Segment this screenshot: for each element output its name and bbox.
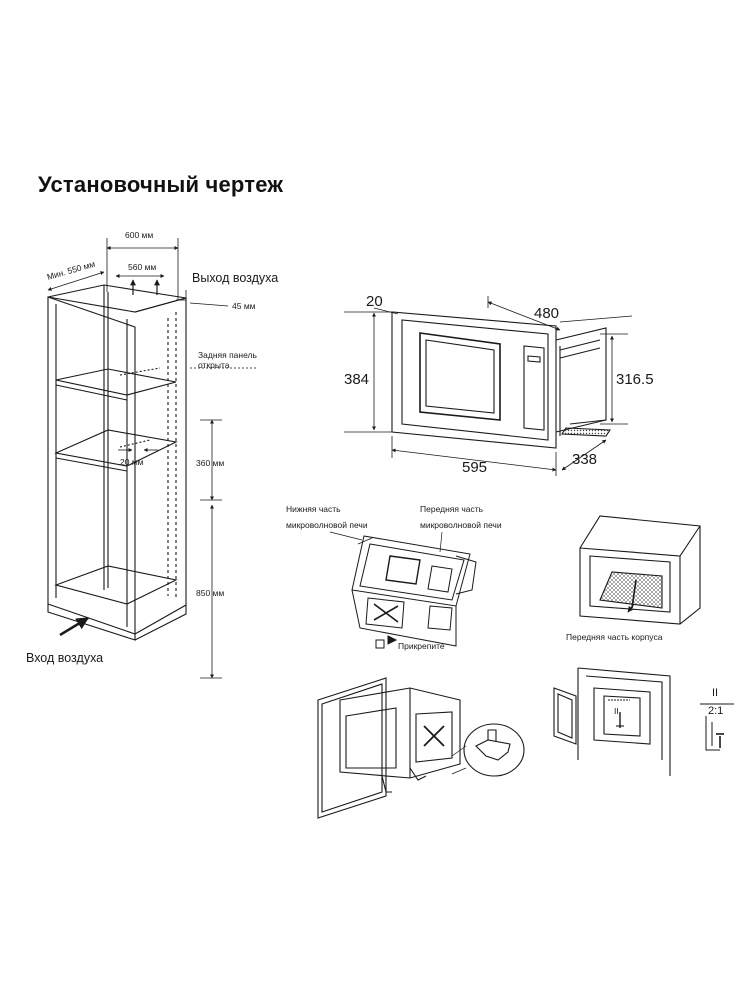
label-attach: Прикрепите xyxy=(398,641,445,651)
label-air-out: Выход воздуха xyxy=(192,271,278,285)
cabinet-shelf-bottom xyxy=(54,565,178,605)
oven-control-panel xyxy=(523,345,545,431)
cabinet-diagram xyxy=(47,284,187,641)
dim-560: 560 мм xyxy=(128,262,156,272)
label-back-panel-2: открыта xyxy=(198,360,230,370)
cabinet-top xyxy=(47,284,187,313)
step-front-body xyxy=(579,515,701,625)
dim-316-5: 316.5 xyxy=(616,371,654,388)
page-title: Установочный чертеж xyxy=(38,172,284,197)
label-bottom-part-1: Нижняя часть xyxy=(286,504,341,514)
step-mount-bracket xyxy=(329,531,477,649)
cabinet-dimensions xyxy=(47,238,258,679)
dim-45: 45 мм xyxy=(232,301,256,311)
label-front-body: Передняя часть корпуса xyxy=(566,632,663,642)
dim-600: 600 мм xyxy=(125,230,153,240)
dim-360: 360 мм xyxy=(196,458,224,468)
cabinet-shelf-upper xyxy=(55,368,177,396)
dim-20: 20 мм xyxy=(120,457,144,467)
dim-850: 850 мм xyxy=(196,588,224,598)
dim-frame-20: 20 xyxy=(366,293,383,310)
oven-dimension-lines xyxy=(344,296,633,476)
dim-480: 480 xyxy=(534,305,559,322)
label-scale-top: II xyxy=(712,687,718,699)
label-detail-mark: II xyxy=(614,706,619,716)
label-bottom-part-2: микроволновой печи xyxy=(286,520,368,530)
step-door-screw xyxy=(553,667,671,776)
detail-2-1 xyxy=(700,703,734,751)
oven-door-window xyxy=(419,332,501,421)
cabinet-right-face xyxy=(134,297,187,635)
step-insert-oven xyxy=(317,677,525,819)
dim-595: 595 xyxy=(462,459,487,476)
dim-338: 338 xyxy=(572,451,597,468)
label-front-part-2: микроволновой печи xyxy=(420,520,502,530)
cabinet-shelf-middle xyxy=(54,429,178,467)
label-scale-bottom: 2:1 xyxy=(708,705,723,717)
label-back-panel-1: Задняя панель xyxy=(198,350,258,360)
dim-min-550: Мин. 550 мм xyxy=(46,259,96,282)
label-air-in: Вход воздуха xyxy=(26,651,103,665)
dim-384: 384 xyxy=(344,371,369,388)
label-front-part-1: Передняя часть xyxy=(420,504,484,514)
oven-dimension-diagram xyxy=(391,311,611,449)
